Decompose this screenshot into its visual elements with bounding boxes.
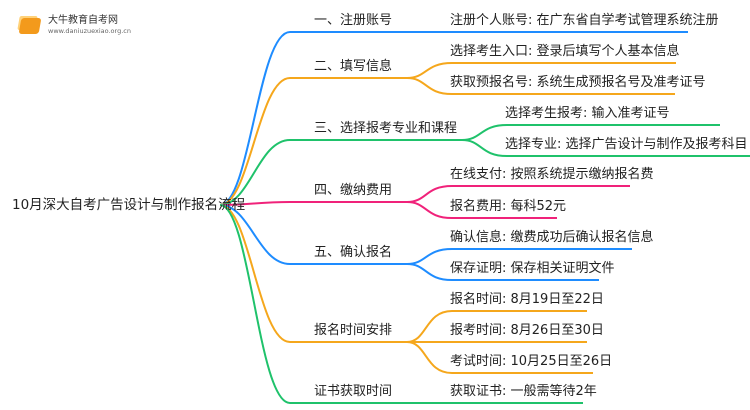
leaf-node: 获取预报名号: 系统生成预报名号及准考证号: [450, 75, 706, 90]
child-line: [406, 310, 587, 343]
book-icon: [18, 17, 42, 34]
leaf-node: 在线支付: 按照系统提示缴纳报名费: [450, 167, 654, 182]
child-line: [406, 341, 593, 374]
child-line: [406, 263, 599, 281]
branch-line: [219, 139, 462, 206]
branch-line: [219, 77, 407, 206]
child-line: [406, 185, 630, 203]
leaf-node: 注册个人账号: 在广东省自学考试管理系统注册: [450, 13, 719, 28]
branch-node: 四、缴纳费用: [314, 183, 393, 198]
leaf-node: 选择考生报考: 输入准考证号: [505, 106, 670, 121]
branch-line: [219, 204, 583, 404]
branch-line: [219, 201, 407, 206]
leaf-node: 报名时间: 8月19日至22日: [450, 292, 604, 307]
child-line: [406, 77, 675, 95]
branch-node: 一、注册账号: [314, 13, 393, 28]
child-line: [461, 139, 750, 157]
child-line: [406, 201, 557, 219]
logo: 大牛教育自考网 www.daniuzuexiao.org.cn: [18, 15, 131, 36]
branch-node: 报名时间安排: [314, 323, 393, 338]
leaf-node: 保存证明: 保存相关证明文件: [450, 261, 615, 276]
branch-line: [219, 204, 407, 265]
branch-line: [219, 204, 407, 343]
root-node: 10月深大自考广告设计与制作报名流程: [12, 197, 246, 213]
leaf-node: 选择考生入口: 登录后填写个人基本信息: [450, 44, 680, 59]
leaf-node: 确认信息: 缴费成功后确认报名信息: [450, 230, 654, 245]
logo-url: www.daniuzuexiao.org.cn: [48, 27, 131, 35]
branch-line: [219, 31, 688, 206]
leaf-node: 报考时间: 8月26日至30日: [450, 323, 604, 338]
branch-node: 三、选择报考专业和课程: [314, 121, 458, 136]
leaf-node: 报名费用: 每科52元: [450, 199, 567, 214]
leaf-node: 考试时间: 10月25日至26日: [450, 354, 613, 369]
branch-node: 证书获取时间: [314, 384, 393, 399]
logo-name: 大牛教育自考网: [48, 15, 118, 26]
branch-node: 五、确认报名: [314, 245, 393, 260]
leaf-node: 获取证书: 一般需等待2年: [450, 384, 597, 399]
leaf-node: 选择专业: 选择广告设计与制作及报考科目: [505, 137, 748, 152]
branch-node: 二、填写信息: [314, 59, 393, 74]
